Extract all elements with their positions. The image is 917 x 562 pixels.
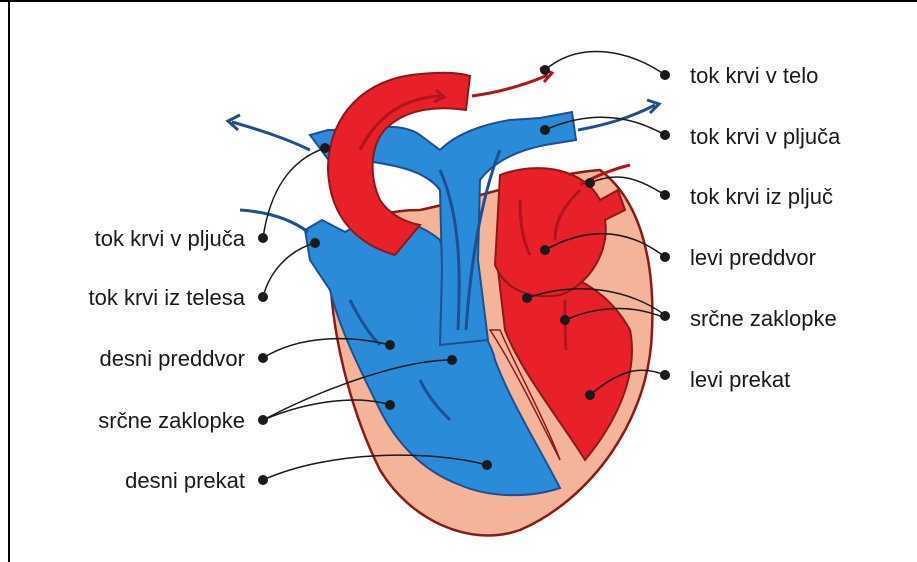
leader-tok-krvi-v-telo bbox=[545, 51, 665, 75]
dot bbox=[258, 353, 268, 363]
label-tok-krvi-v-telo: tok krvi v telo bbox=[690, 63, 818, 89]
label-tok-krvi-iz-pljuc: tok krvi iz pljuč bbox=[690, 184, 833, 210]
flow-from-body-arrow bbox=[240, 210, 308, 232]
flow-to-body-arrow bbox=[472, 75, 548, 96]
label-srcne-zaklopke-right: srčne zaklopke bbox=[690, 306, 837, 332]
left-ventricle-flow-arrow bbox=[565, 300, 566, 350]
dot bbox=[258, 415, 268, 425]
dot bbox=[585, 178, 595, 188]
dot bbox=[560, 315, 570, 325]
leader-tok-krvi-iz-telesa bbox=[263, 243, 315, 297]
label-levi-prekat: levi prekat bbox=[690, 367, 790, 393]
dot bbox=[540, 125, 550, 135]
dot bbox=[660, 130, 670, 140]
label-tok-krvi-v-pljuca-left: tok krvi v pljuča bbox=[95, 226, 245, 252]
dot bbox=[660, 370, 670, 380]
label-desni-prekat: desni prekat bbox=[125, 468, 245, 494]
dot bbox=[447, 355, 457, 365]
dot bbox=[540, 245, 550, 255]
dot bbox=[482, 460, 492, 470]
dot bbox=[660, 190, 670, 200]
dot bbox=[310, 238, 320, 248]
dot bbox=[258, 475, 268, 485]
dot bbox=[385, 400, 395, 410]
dot bbox=[660, 70, 670, 80]
dot bbox=[320, 143, 330, 153]
label-tok-krvi-v-pljuca-right: tok krvi v pljuča bbox=[690, 124, 840, 150]
dot bbox=[522, 293, 532, 303]
label-tok-krvi-iz-telesa: tok krvi iz telesa bbox=[89, 285, 246, 311]
label-levi-preddvor: levi preddvor bbox=[690, 245, 816, 271]
flow-to-left-lung-arrow bbox=[232, 122, 310, 150]
dot bbox=[258, 292, 268, 302]
dot bbox=[660, 311, 670, 321]
dot bbox=[660, 252, 670, 262]
dot bbox=[258, 233, 268, 243]
dot bbox=[540, 65, 550, 75]
label-desni-preddvor: desni preddvor bbox=[99, 346, 245, 372]
dot bbox=[385, 340, 395, 350]
label-srcne-zaklopke-left: srčne zaklopke bbox=[98, 408, 245, 434]
dot bbox=[585, 390, 595, 400]
